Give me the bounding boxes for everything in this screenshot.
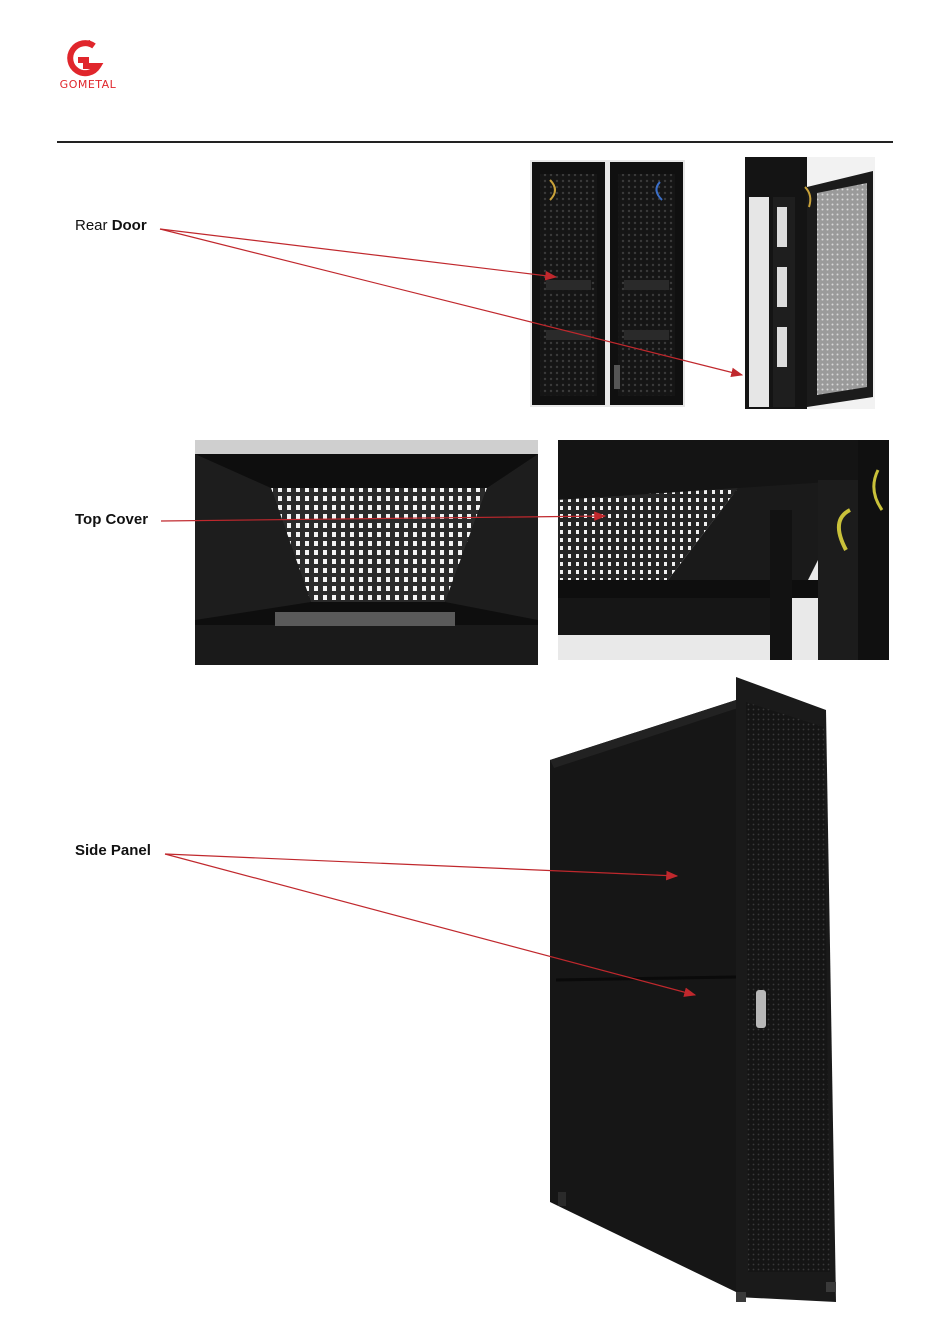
header-rule [57, 141, 893, 143]
top-cover-label: Top Cover [75, 511, 149, 528]
rear-door-label-prefix: Rear [75, 217, 108, 234]
rear-door-photo-open [745, 157, 875, 409]
logo-text: GOMETAL [59, 78, 117, 91]
top-cover-photo-angle [558, 440, 889, 660]
logo-g-mark-icon [67, 40, 104, 77]
side-panel-cabinet-photo [546, 672, 862, 1302]
rear-door-arrow-1 [159, 228, 558, 281]
rear-door-label: Rear Door [75, 217, 147, 234]
rear-door-photo-front [530, 160, 685, 407]
gometal-logo: GOMETAL [48, 38, 128, 94]
rear-door-label-bold: Door [111, 217, 147, 234]
side-panel-label: Side Panel [75, 842, 151, 859]
top-cover-photo-inside [195, 440, 538, 665]
